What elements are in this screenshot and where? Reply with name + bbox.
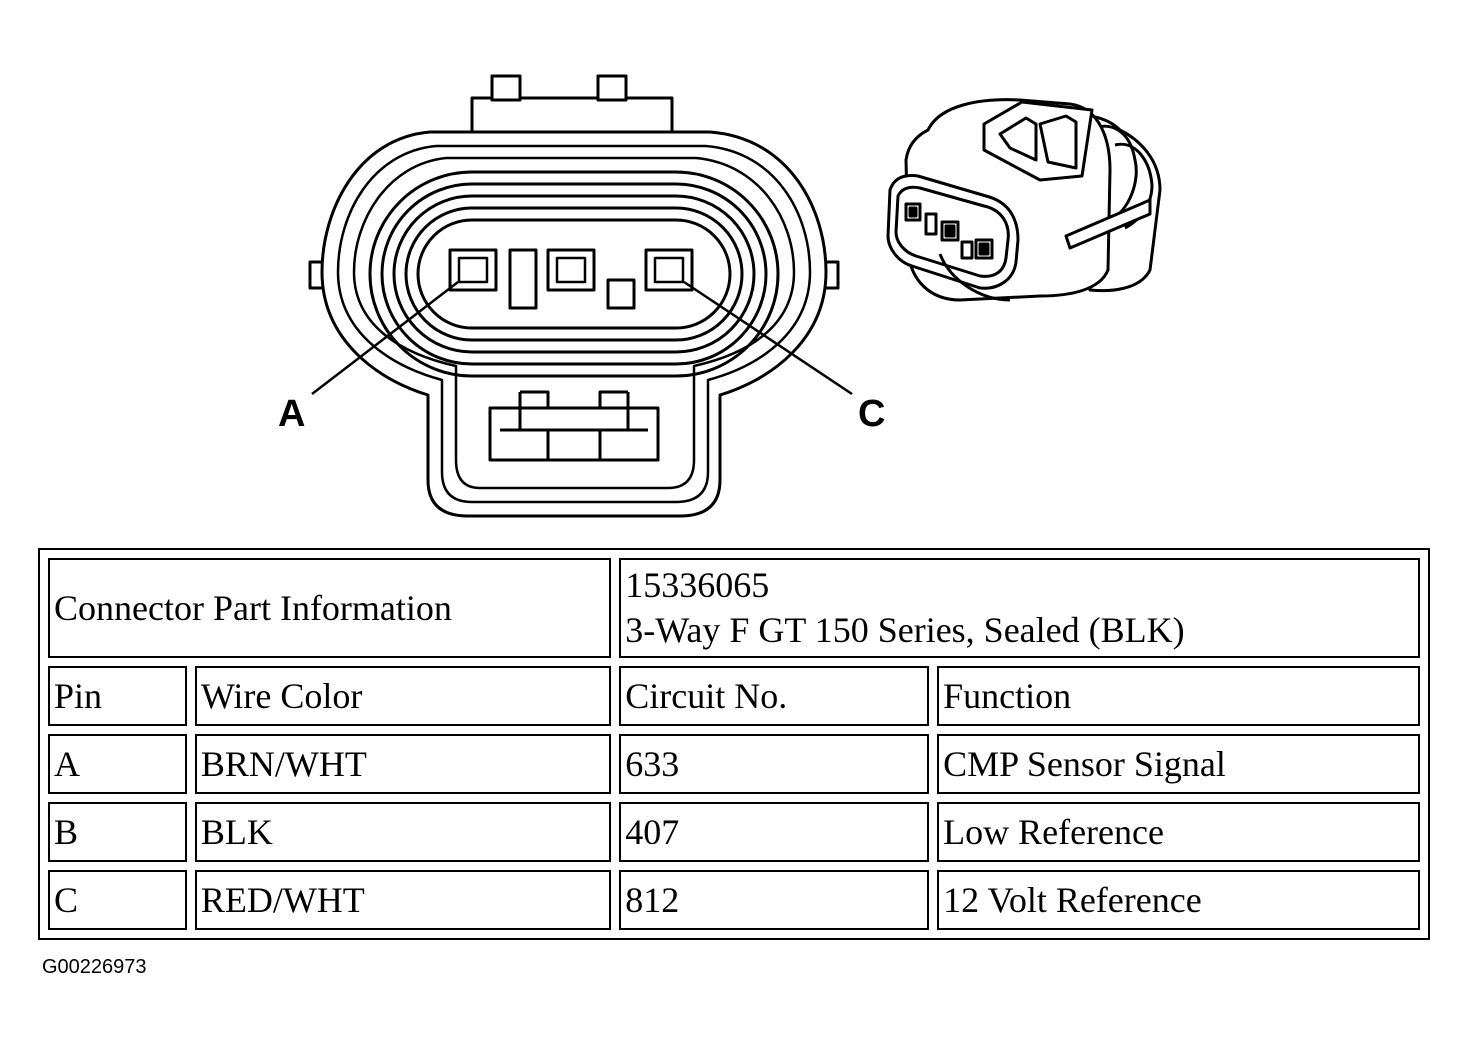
part-info-label: Connector Part Information xyxy=(48,558,612,658)
part-description: 3-Way F GT 150 Series, Sealed (BLK) xyxy=(625,610,1185,650)
figure-id: G00226973 xyxy=(42,956,147,978)
pin-cell: C xyxy=(48,870,187,930)
function-cell: 12 Volt Reference xyxy=(937,870,1420,930)
connector-info-table: Connector Part Information 15336065 3-Wa… xyxy=(38,548,1430,940)
table-row: A BRN/WHT 633 CMP Sensor Signal xyxy=(48,734,1420,794)
pin-c-label: C xyxy=(858,393,885,435)
function-cell: Low Reference xyxy=(937,802,1420,862)
part-info-row: Connector Part Information 15336065 3-Wa… xyxy=(48,558,1420,658)
wire-color-cell: BRN/WHT xyxy=(194,734,612,794)
function-cell: CMP Sensor Signal xyxy=(937,734,1420,794)
table-row: C RED/WHT 812 12 Volt Reference xyxy=(48,870,1420,930)
header-pin: Pin xyxy=(48,666,187,726)
connector-diagram: A C xyxy=(278,74,1162,518)
circuit-cell: 407 xyxy=(619,802,930,862)
pin-a-label: A xyxy=(278,393,305,435)
header-function: Function xyxy=(937,666,1420,726)
wire-color-cell: RED/WHT xyxy=(194,870,612,930)
connector-face-view xyxy=(308,74,853,518)
table-header-row: Pin Wire Color Circuit No. Function xyxy=(48,666,1420,726)
header-wire-color: Wire Color xyxy=(194,666,612,726)
circuit-cell: 812 xyxy=(619,870,930,930)
pin-cell: A xyxy=(48,734,187,794)
pin-cell: B xyxy=(48,802,187,862)
part-info-value: 15336065 3-Way F GT 150 Series, Sealed (… xyxy=(619,558,1420,658)
wire-color-cell: BLK xyxy=(194,802,612,862)
part-number: 15336065 xyxy=(625,565,770,605)
table-row: B BLK 407 Low Reference xyxy=(48,802,1420,862)
header-circuit: Circuit No. xyxy=(619,666,930,726)
connector-3d-view xyxy=(886,98,1162,302)
circuit-cell: 633 xyxy=(619,734,930,794)
